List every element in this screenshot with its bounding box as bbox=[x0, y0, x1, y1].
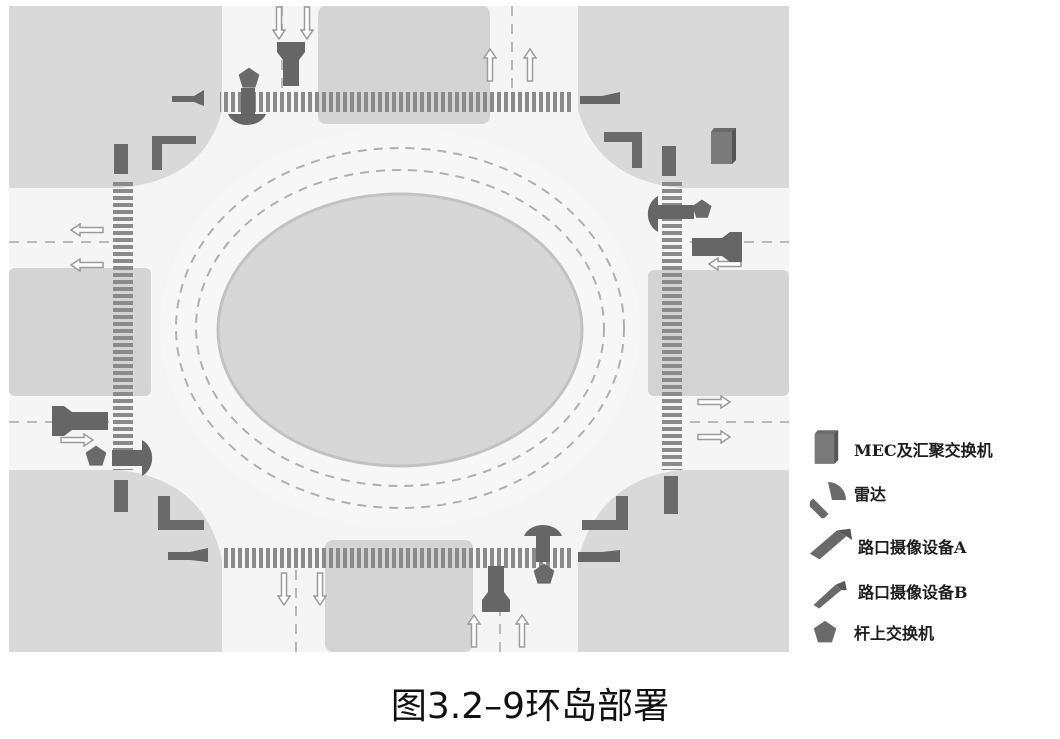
roundabout-island bbox=[216, 192, 584, 468]
crosswalk-east bbox=[662, 180, 682, 470]
camera-b-nw-small-icon bbox=[114, 144, 128, 174]
pole-south bbox=[536, 536, 550, 562]
legend-label-radar: 雷达 bbox=[854, 485, 886, 504]
figure-caption: 图3.2–9环岛部署 bbox=[391, 686, 669, 727]
camera-b-sw-icon bbox=[158, 496, 204, 530]
intersection-map bbox=[9, 6, 789, 652]
roundabout-lane-outer bbox=[175, 147, 625, 509]
pole-north bbox=[241, 88, 255, 114]
camera-b-nw-icon bbox=[152, 136, 196, 170]
radar-south-icon bbox=[524, 524, 562, 536]
median-east bbox=[648, 270, 789, 396]
block-bottom-right bbox=[578, 470, 789, 652]
camera-b-se-icon bbox=[582, 496, 628, 530]
legend-label-mec: MEC及汇聚交换机 bbox=[854, 441, 993, 460]
camera-b-ne-small-icon bbox=[662, 146, 676, 176]
pentagon-icon bbox=[813, 620, 837, 643]
legend-item-pole-switch: 杆上交换机 bbox=[813, 620, 934, 643]
camera-b-south-left-icon bbox=[168, 548, 208, 562]
camera-b-sw-small-icon bbox=[114, 480, 128, 512]
legend-item-camera-b: 路口摄像设备B bbox=[813, 580, 968, 609]
camera-a-icon bbox=[809, 528, 853, 560]
camera-b-ne-icon bbox=[604, 132, 642, 168]
roundabout-lane-inner bbox=[195, 169, 605, 487]
camera-a-east-icon bbox=[692, 232, 742, 262]
camera-b-icon bbox=[813, 580, 847, 609]
camera-a-south-icon bbox=[482, 566, 510, 612]
camera-b-se-small-icon bbox=[664, 476, 678, 514]
legend-item-mec: MEC及汇聚交换机 bbox=[814, 430, 993, 464]
radar-north-icon bbox=[228, 114, 266, 126]
legend-item-camera-a: 路口摄像设备A bbox=[809, 528, 967, 560]
camera-a-north-icon bbox=[277, 42, 305, 86]
legend: MEC及汇聚交换机 雷达 路口摄像设备A 路口摄像设备B 杆上交换机 bbox=[809, 430, 993, 643]
block-top-right bbox=[578, 6, 789, 188]
camera-b-north-left-icon bbox=[172, 90, 204, 106]
pole-west bbox=[112, 450, 142, 466]
crosswalk-west bbox=[113, 180, 133, 470]
legend-item-radar: 雷达 bbox=[810, 482, 886, 518]
legend-label-pole-switch: 杆上交换机 bbox=[854, 624, 934, 643]
radar-east-icon bbox=[647, 196, 658, 232]
camera-a-west-icon bbox=[52, 406, 108, 436]
legend-label-camera-b: 路口摄像设备B bbox=[858, 583, 968, 602]
camera-b-north-right-icon bbox=[580, 92, 620, 104]
mec-cabinet-icon bbox=[711, 128, 736, 164]
cabinet-icon bbox=[814, 430, 839, 464]
crosswalk-south bbox=[222, 548, 574, 568]
radar-icon bbox=[810, 482, 846, 518]
pole-east bbox=[658, 205, 694, 219]
crosswalk-north bbox=[220, 92, 572, 112]
legend-label-camera-a: 路口摄像设备A bbox=[858, 538, 967, 557]
radar-west-icon bbox=[142, 440, 153, 476]
camera-b-south-right-icon bbox=[578, 550, 620, 562]
deployed-devices bbox=[52, 42, 742, 612]
